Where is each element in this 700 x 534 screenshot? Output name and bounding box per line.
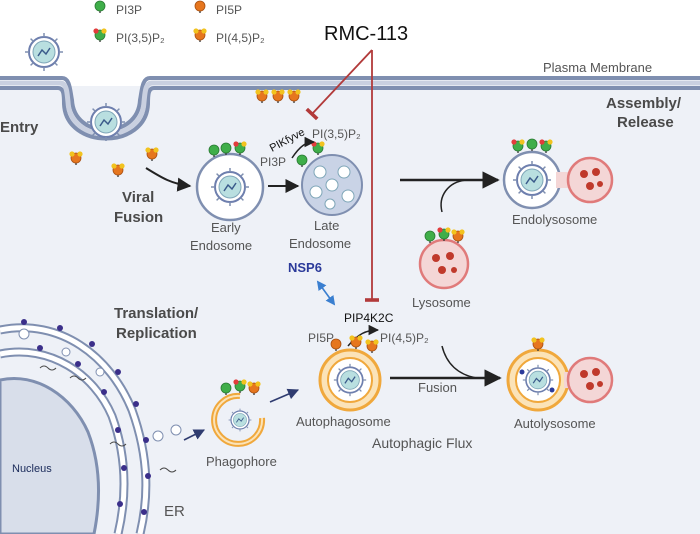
nsp6-interaction — [316, 280, 336, 306]
nucleus-er — [0, 319, 182, 534]
legend-pi3p: PI3P — [116, 3, 142, 17]
autophagic-flux-label: Autophagic Flux — [372, 435, 472, 451]
late-endosome-label-2: Endosome — [289, 236, 351, 251]
phagophore-label: Phagophore — [206, 454, 277, 469]
lysosome-label: Lysosome — [412, 295, 471, 310]
pip4k2c-arrow — [347, 324, 380, 347]
pi3p-legend-icon — [94, 0, 106, 14]
legend-pi35p2: PI(3,5)P₂ — [116, 31, 165, 45]
autophagosome — [318, 334, 382, 412]
phagophore — [211, 378, 266, 447]
stage-entry: Entry — [0, 119, 39, 136]
early-endosome-label-2: Endosome — [190, 238, 252, 253]
lysosome-join-line — [440, 179, 467, 213]
legend: PI3P PI5P PI(3,5)P₂ PI(4,5)P₂ — [92, 0, 265, 45]
fusion-label: Fusion — [418, 380, 457, 395]
pip4k2c-product: PI(4,5)P₂ — [380, 331, 429, 345]
legend-pi45p2: PI(4,5)P₂ — [216, 31, 265, 45]
pi35p2-legend-icon — [92, 27, 108, 43]
extracellular-virus — [24, 32, 64, 72]
stage-assembly: Assembly/ — [606, 95, 682, 112]
autophagosome-label: Autophagosome — [296, 414, 391, 429]
pikfyve-arrow — [291, 136, 316, 159]
stage-replication: Replication — [116, 325, 197, 342]
endocytosed-virus — [86, 102, 126, 142]
inhibitor-label: RMC-113 — [324, 23, 408, 45]
legend-pi5p: PI5P — [216, 3, 242, 17]
nucleus-label: Nucleus — [12, 463, 52, 475]
nsp6-label: NSP6 — [288, 260, 322, 275]
pikfyve-product: PI(3,5)P₂ — [312, 127, 361, 141]
cell-cytoplasm — [0, 86, 700, 534]
pikfyve-substrate: PI3P — [260, 155, 286, 169]
early-endosome-label-1: Early — [211, 220, 241, 235]
stage-release: Release — [617, 114, 674, 131]
late-endosome — [296, 140, 363, 216]
endolysosome — [502, 138, 614, 210]
endolysosome-label: Endolysosome — [512, 212, 597, 227]
stage-translation: Translation/ — [114, 305, 199, 322]
pi5p-legend-icon — [194, 0, 206, 14]
fusion-join-line — [441, 345, 477, 379]
autolysosome — [506, 336, 614, 412]
pi45p2-legend-icon — [192, 27, 208, 43]
er-to-phagophore-arrow — [183, 429, 206, 441]
membrane-label: Plasma Membrane — [543, 60, 652, 75]
entry-arrow — [145, 167, 192, 192]
autolysosome-label: Autolysosome — [514, 416, 596, 431]
stage-fusion: Fusion — [114, 209, 163, 226]
pip4k2c-label: PIP4K2C — [344, 311, 394, 325]
lysosome — [418, 226, 470, 290]
phagophore-to-autophagosome-arrow — [269, 388, 300, 403]
pip4k2c-substrate: PI5P — [308, 331, 334, 345]
late-endosome-label-1: Late — [314, 218, 339, 233]
early-endosome — [195, 140, 265, 222]
stage-viral: Viral — [122, 189, 154, 206]
er-label: ER — [164, 503, 185, 520]
pikfyve-inhibition-line — [305, 49, 373, 121]
